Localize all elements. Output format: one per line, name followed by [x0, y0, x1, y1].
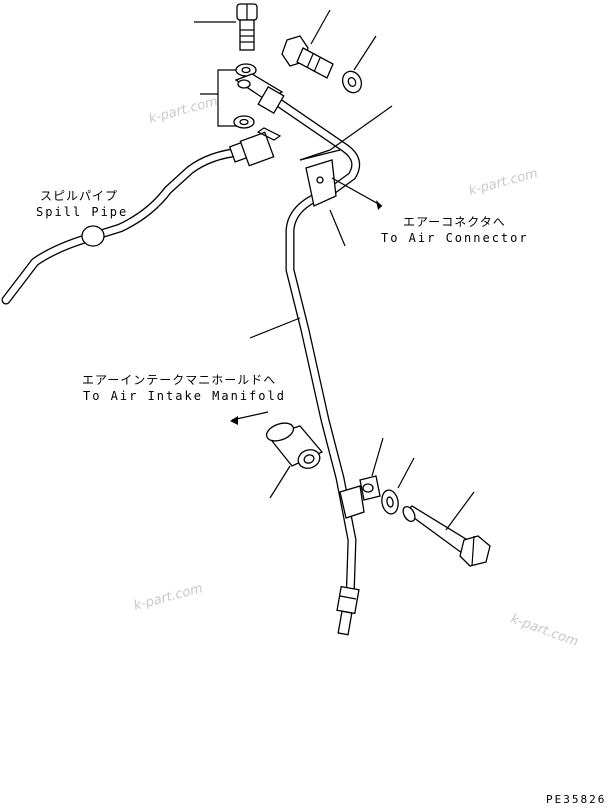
- leader-line: [269, 465, 291, 499]
- spill-pipe: [1, 127, 282, 305]
- label-air-intake-jp: エアーインテークマニホールドへ: [82, 373, 276, 387]
- spill-pipe-joint: [81, 225, 105, 247]
- watermark: k-part.com: [147, 94, 219, 127]
- label-air-connector-jp: エアーコネクタへ: [403, 215, 506, 229]
- top-bolt: [236, 3, 258, 51]
- leader-line: [371, 437, 384, 477]
- leader-line: [331, 177, 383, 207]
- leader-line: [329, 209, 346, 247]
- drawing-code: PE35826: [546, 793, 606, 806]
- watermark: k-part.com: [509, 612, 581, 650]
- arrow-air-intake: [230, 416, 238, 425]
- leader-line: [397, 457, 415, 489]
- pipe-end-nozzle: [336, 585, 360, 636]
- leader-bracket: [200, 69, 238, 127]
- leader-line: [310, 9, 331, 45]
- label-air-intake-en: To Air Intake Manifold: [83, 389, 286, 403]
- angled-bolt: [281, 35, 334, 79]
- leader-line: [353, 35, 377, 71]
- arrow-air-connector: [376, 200, 382, 210]
- long-bolt: [402, 505, 491, 567]
- watermark: k-part.com: [467, 166, 539, 199]
- banjo-fitting: [234, 73, 285, 115]
- leader-line: [445, 491, 475, 531]
- watermark: k-part.com: [132, 581, 204, 614]
- leader-line: [249, 317, 301, 339]
- label-air-connector-en: To Air Connector: [381, 231, 529, 245]
- spacer-collar: [265, 422, 324, 469]
- pipe-clamp-lower: [339, 475, 381, 519]
- label-spill-pipe-jp: スピルパイプ: [40, 189, 118, 203]
- label-spill-pipe-en: Spill Pipe: [36, 205, 128, 219]
